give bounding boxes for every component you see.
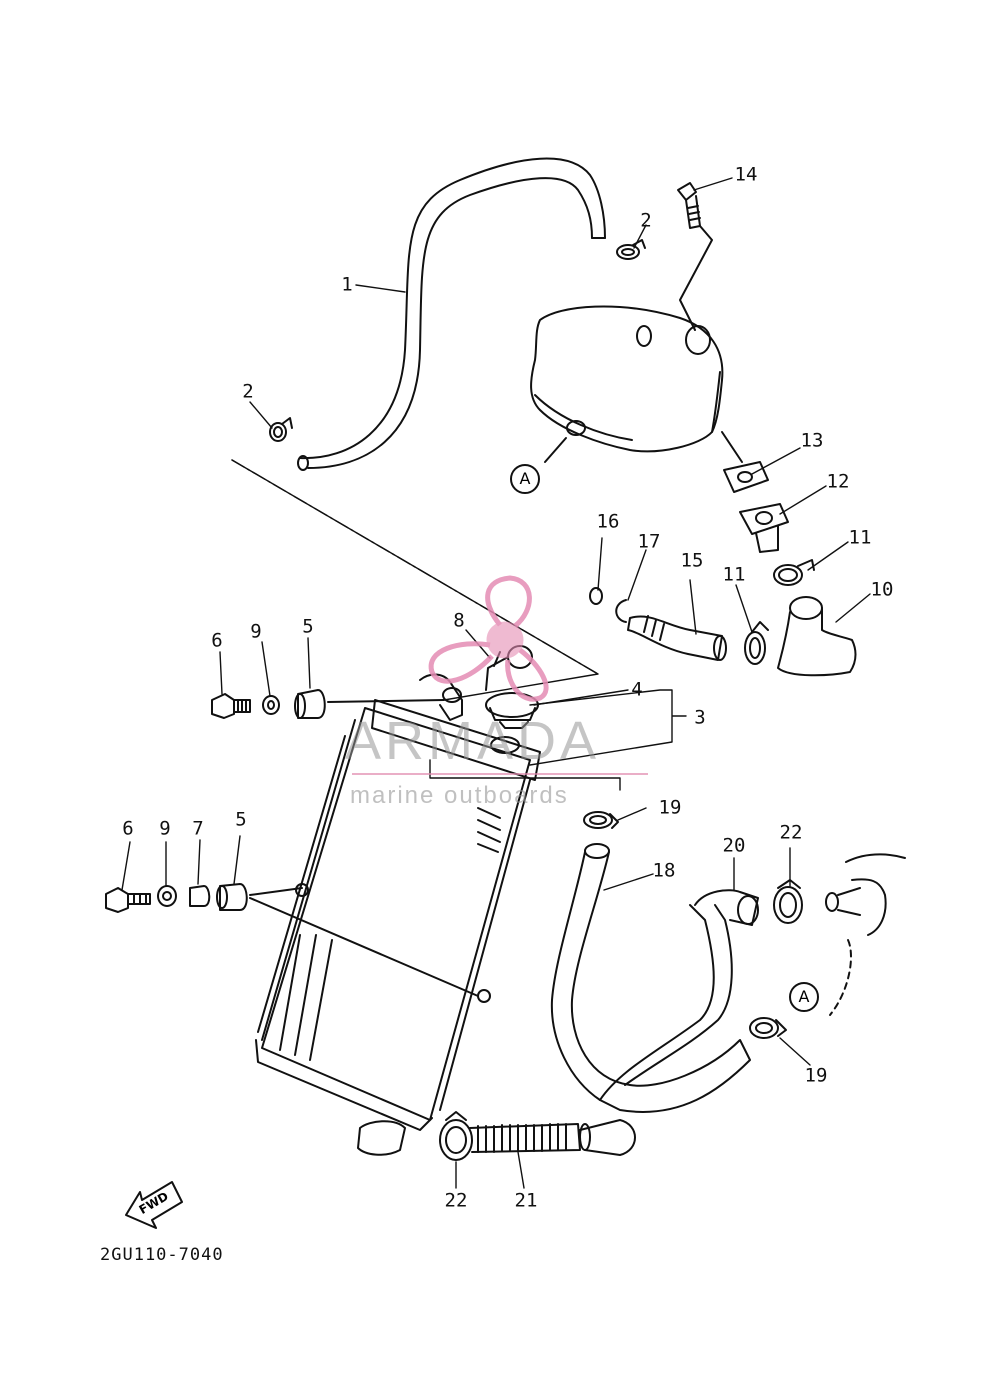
corrugated-hose-21 bbox=[469, 1119, 636, 1156]
callout-16: 16 bbox=[596, 510, 620, 533]
callout-5-lower: 5 bbox=[235, 808, 247, 831]
joint-12 bbox=[739, 503, 789, 553]
callout-4: 4 bbox=[631, 678, 643, 701]
callout-2-left: 2 bbox=[242, 380, 254, 403]
elbow-hose-10 bbox=[777, 596, 857, 677]
watermark-divider bbox=[352, 773, 648, 775]
callout-17: 17 bbox=[637, 530, 661, 553]
callout-5-upper: 5 bbox=[302, 615, 314, 638]
callout-18: 18 bbox=[652, 859, 676, 882]
diagram-code: 2GU110-7040 bbox=[100, 1245, 224, 1265]
callout-22-right: 22 bbox=[779, 821, 803, 844]
hose-clamp-11-lower bbox=[744, 621, 769, 665]
callout-6-upper: 6 bbox=[211, 629, 223, 652]
reservoir-tank bbox=[530, 305, 724, 463]
engine-fitting bbox=[825, 853, 906, 1016]
pipe-18 bbox=[550, 843, 751, 1113]
reference-marker-a-lower: A bbox=[789, 982, 819, 1012]
callout-19-right: 19 bbox=[804, 1064, 828, 1087]
callout-9-upper: 9 bbox=[250, 620, 262, 643]
callout-6-lower: 6 bbox=[122, 817, 134, 840]
hose-clamp-19-right bbox=[749, 1017, 787, 1039]
gasket-13 bbox=[721, 431, 769, 493]
watermark-tagline: marine outboards bbox=[350, 782, 569, 809]
hose-clamp-19-top bbox=[583, 811, 619, 829]
mount-lower bbox=[105, 883, 479, 997]
callout-20: 20 bbox=[722, 834, 746, 857]
callout-12: 12 bbox=[826, 470, 850, 493]
armada-logo-icon bbox=[428, 575, 549, 702]
callout-3: 3 bbox=[694, 706, 706, 729]
callout-leaders bbox=[121, 177, 871, 1189]
callout-11-upper: 11 bbox=[848, 526, 872, 549]
callout-7: 7 bbox=[192, 817, 204, 840]
leader-lines bbox=[231, 459, 687, 791]
hose-clamp-22-right bbox=[773, 879, 803, 924]
overflow-hose bbox=[297, 157, 606, 471]
callout-8: 8 bbox=[453, 609, 465, 632]
hose-clamp-11-upper bbox=[773, 559, 815, 586]
callout-1: 1 bbox=[341, 273, 353, 296]
callout-14: 14 bbox=[734, 163, 758, 186]
hose-clamp-left bbox=[269, 417, 293, 442]
hose-clamp-upper bbox=[616, 239, 646, 260]
callout-11-lower: 11 bbox=[722, 563, 746, 586]
elbow-hose-20 bbox=[694, 889, 759, 926]
callout-10: 10 bbox=[870, 578, 894, 601]
callout-21: 21 bbox=[514, 1189, 538, 1212]
mount-upper bbox=[211, 689, 445, 719]
callout-13: 13 bbox=[800, 429, 824, 452]
callout-19-top: 19 bbox=[658, 796, 682, 819]
fwd-arrow-icon bbox=[125, 1181, 183, 1229]
callout-2-upper: 2 bbox=[640, 209, 652, 232]
reference-marker-a-upper: A bbox=[510, 464, 540, 494]
hose-clamp-22-bottom bbox=[439, 1111, 473, 1161]
callout-9-lower: 9 bbox=[159, 817, 171, 840]
callout-15: 15 bbox=[680, 549, 704, 572]
hose-15 bbox=[627, 615, 727, 661]
bolt-14 bbox=[677, 182, 713, 331]
callout-22-bottom: 22 bbox=[444, 1189, 468, 1212]
watermark-brand: ARMADA bbox=[345, 711, 601, 771]
radiator bbox=[255, 673, 541, 1156]
o-ring-16 bbox=[589, 587, 603, 605]
circlip-17 bbox=[615, 599, 627, 623]
